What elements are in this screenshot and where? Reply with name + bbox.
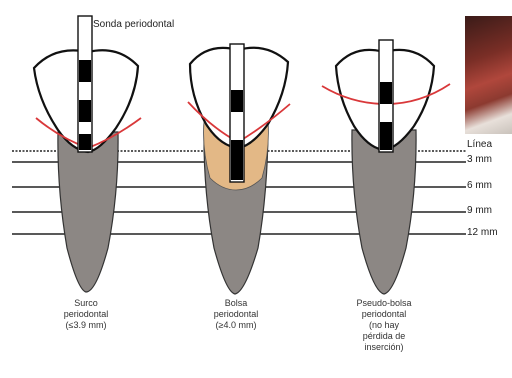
reference-line-label: Línea	[467, 140, 492, 150]
probe-mark	[79, 100, 91, 122]
probe-mark	[79, 60, 91, 82]
caption-line: Surco	[31, 298, 141, 309]
tooth-caption: Surco periodontal (≤3.9 mm)	[31, 298, 141, 331]
caption-line: (no hay	[329, 320, 439, 331]
reference-line-label: 12 mm	[467, 228, 498, 238]
tooth-caption: Bolsa periodontal (≥4.0 mm)	[181, 298, 291, 331]
caption-line: pérdida de	[329, 331, 439, 342]
probe-mark	[79, 134, 91, 150]
probe-mark	[231, 140, 243, 180]
tooth-pseudobolsa	[322, 40, 450, 294]
reference-line-label: 3 mm	[467, 155, 492, 165]
caption-line: periodontal	[31, 309, 141, 320]
caption-line: (≤3.9 mm)	[31, 320, 141, 331]
caption-line: inserción)	[329, 342, 439, 353]
caption-line: Bolsa	[181, 298, 291, 309]
probe-mark	[380, 122, 392, 150]
probe-mark	[380, 82, 392, 104]
root-shape	[58, 132, 118, 292]
root-shape	[352, 130, 416, 294]
reference-line-label: 6 mm	[467, 181, 492, 191]
caption-line: (≥4.0 mm)	[181, 320, 291, 331]
tooth-surco	[34, 16, 141, 292]
tooth-bolsa	[188, 44, 290, 294]
tooth-caption: Pseudo-bolsa periodontal (no hay pérdida…	[329, 298, 439, 353]
caption-line: Pseudo-bolsa	[329, 298, 439, 309]
probe-label: Sonda periodontal	[93, 19, 174, 30]
reference-line-label: 9 mm	[467, 206, 492, 216]
probe	[78, 16, 92, 152]
gingiva-photo	[465, 16, 512, 134]
caption-line: periodontal	[181, 309, 291, 320]
caption-line: periodontal	[329, 309, 439, 320]
probe-mark	[231, 90, 243, 112]
